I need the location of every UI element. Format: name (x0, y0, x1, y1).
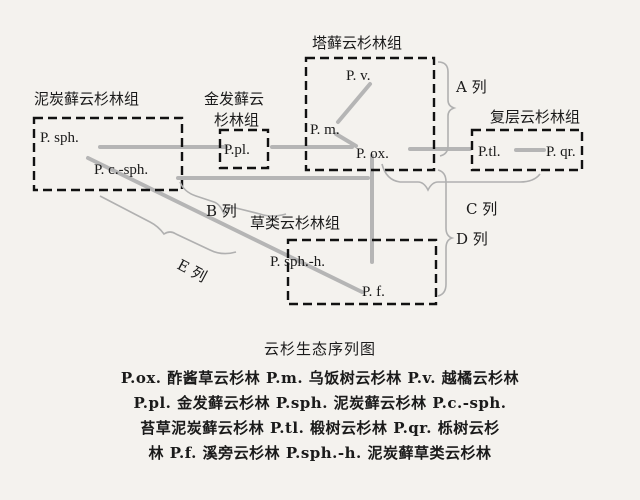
series-label-b: B 列 (206, 202, 237, 220)
node-ppl: P.pl. (224, 142, 250, 158)
group-title-fu-ceng: 复层云杉林组 (490, 108, 580, 126)
succession-diagram: 塔藓云杉林组 泥炭藓云杉林组 金发藓云 杉林组 复层云杉林组 草类云杉林组 P.… (32, 34, 584, 306)
group-title-jin-fa-line1: 金发藓云 (204, 90, 264, 108)
node-psph: P. sph. (40, 130, 79, 146)
node-psphh: P. sph.-h. (270, 254, 325, 270)
group-box-cao-lei (286, 238, 438, 306)
brace-d (437, 169, 455, 297)
legend-line: P.ox. 酢酱草云杉林 P.m. 乌饭树云杉林 P.v. 越橘云杉林 (120, 369, 520, 387)
node-ptl: P.tl. (478, 144, 501, 160)
node-pcsph: P. c.-sph. (94, 162, 148, 178)
brace-a (437, 61, 457, 157)
node-pqr: P. qr. (546, 144, 576, 160)
abbreviation-legend: P.ox. 酢酱草云杉林 P.m. 乌饭树云杉林 P.v. 越橘云杉林 P.pl… (14, 366, 626, 466)
group-title-cao-lei: 草类云杉林组 (250, 214, 340, 232)
link-pv-to-pm (336, 82, 372, 124)
node-pm: P. m. (310, 122, 340, 138)
node-pox: P. ox. (356, 146, 389, 162)
series-label-d: D 列 (456, 230, 488, 248)
figure-caption: 云杉生态序列图 (263, 340, 376, 358)
legend-line: 林 P.f. 溪旁云杉林 P.sph.-h. 泥炭藓草类云杉林 (148, 444, 492, 462)
node-pv: P. v. (346, 68, 370, 84)
group-title-tai-xian: 塔藓云杉林组 (312, 34, 402, 52)
series-label-e: E 列 (174, 256, 210, 286)
brace-b (179, 181, 287, 217)
node-pf: P. f. (362, 284, 385, 300)
brace-e (99, 195, 237, 255)
group-box-ni-tan (32, 116, 184, 192)
legend-line: 苔草泥炭藓云杉林 P.tl. 椴树云杉林 P.qr. 栎树云杉 (140, 419, 500, 437)
series-label-a: A 列 (455, 78, 487, 96)
group-title-jin-fa-line2: 杉林组 (214, 111, 259, 129)
group-box-tai-xian (304, 56, 436, 172)
link-sph-to-f (86, 156, 364, 294)
series-label-c: C 列 (466, 200, 497, 218)
group-title-ni-tan: 泥炭藓云杉林组 (34, 90, 139, 108)
link-pm-to-ox (334, 132, 358, 148)
brace-c (381, 163, 541, 192)
group-box-fu-ceng (470, 128, 584, 172)
legend-line: P.pl. 金发藓云杉林 P.sph. 泥炭藓云杉林 P.c.-sph. (133, 394, 507, 412)
